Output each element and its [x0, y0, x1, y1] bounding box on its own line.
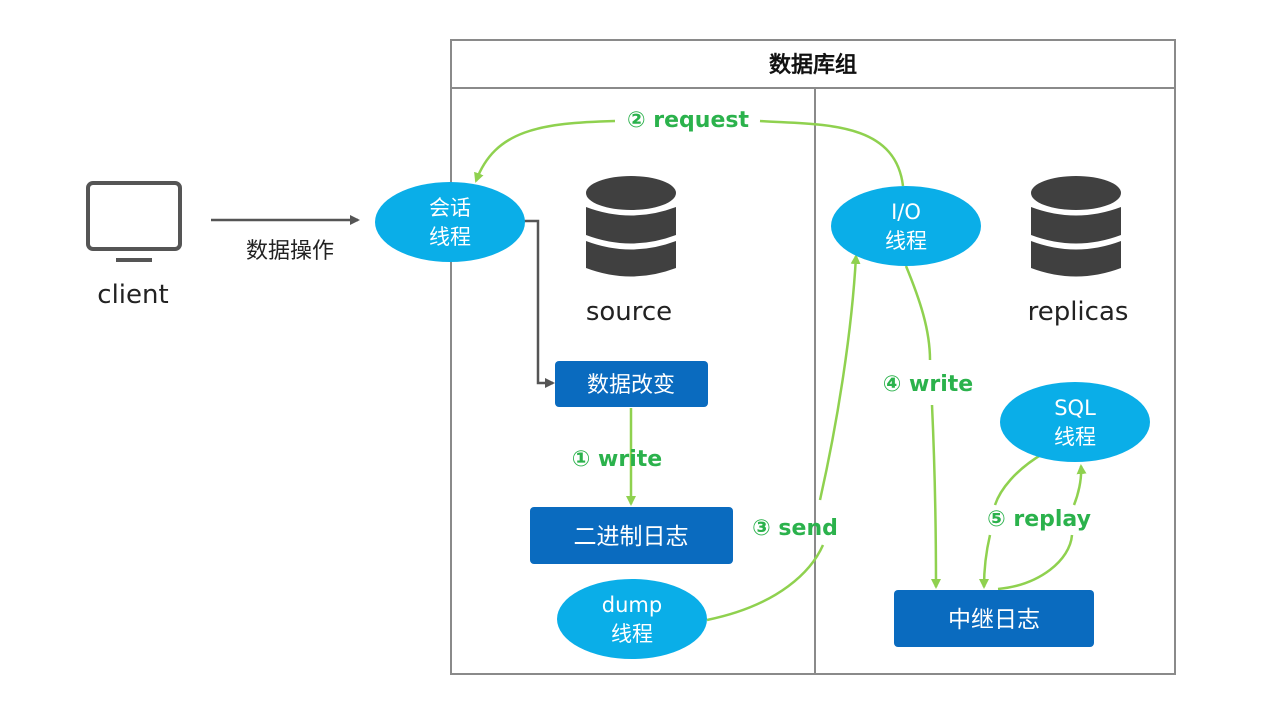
io-thread: I/O 线程: [831, 186, 981, 266]
client-label: client: [97, 280, 168, 310]
replicas-database-icon: [1031, 176, 1121, 277]
session-thread-line1: 会话: [429, 196, 471, 220]
relay-log-label: 中继日志: [948, 607, 1040, 633]
binlog-box: 二进制日志: [530, 507, 733, 564]
session-to-change-arrow: [524, 219, 555, 388]
sql-thread-line1: SQL: [1054, 396, 1096, 420]
step-write4: ④ write: [883, 372, 973, 397]
data-change-label: 数据改变: [587, 373, 675, 398]
replay5-arrow-down: [984, 451, 1045, 587]
dump-thread: dump 线程: [557, 579, 707, 659]
dump-thread-line2: 线程: [611, 622, 653, 646]
client: client: [86, 181, 182, 310]
database-group-frame: 数据库组: [450, 39, 1176, 675]
sql-thread: SQL 线程: [1000, 382, 1150, 462]
io-thread-line1: I/O: [891, 200, 921, 224]
session-thread: 会话 线程: [375, 182, 525, 262]
group-title: 数据库组: [769, 52, 857, 78]
request2-arrow: [476, 119, 905, 186]
replicas-label: replicas: [1028, 297, 1129, 327]
step-request2: ② request: [627, 108, 749, 133]
replay5-arrow-up: [997, 466, 1081, 591]
source-database-icon: [586, 176, 676, 277]
step-replay5: ⑤ replay: [987, 507, 1091, 532]
dump-thread-line1: dump: [602, 593, 662, 617]
step-send3: ③ send: [752, 516, 838, 541]
write4-arrow: [904, 265, 936, 587]
session-thread-line2: 线程: [429, 225, 471, 249]
step-write1: ① write: [572, 447, 662, 472]
relay-log-box: 中继日志: [894, 590, 1094, 647]
binlog-label: 二进制日志: [574, 524, 689, 550]
monitor-icon: [86, 181, 182, 262]
io-thread-line2: 线程: [885, 229, 927, 253]
data-operation-label: 数据操作: [246, 239, 334, 264]
sql-thread-line2: 线程: [1054, 425, 1096, 449]
send3-arrow: [706, 256, 856, 622]
data-change-box: 数据改变: [555, 361, 708, 407]
source-label: source: [586, 297, 672, 327]
